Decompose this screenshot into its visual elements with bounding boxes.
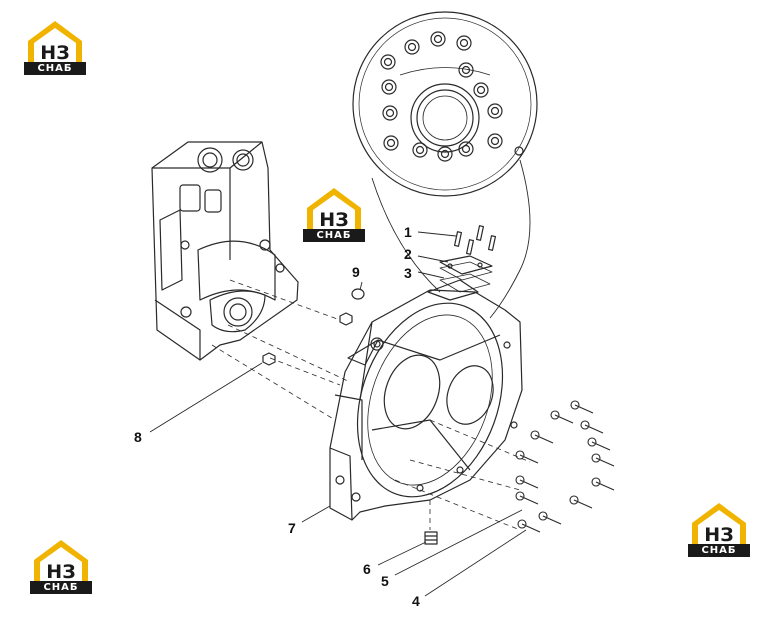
callout-1: 1 <box>404 224 412 240</box>
brand-logo: НЗ СНАБ <box>303 186 365 242</box>
logo-house-icon: НЗ <box>28 21 82 64</box>
logo-house-icon: НЗ <box>692 503 746 546</box>
flywheel-housing <box>329 279 523 521</box>
logo-caption: СНАБ <box>30 581 92 594</box>
callout-7: 7 <box>288 520 296 536</box>
dowel-pins <box>262 288 365 366</box>
cylinder-block <box>151 141 299 361</box>
brand-logo: НЗ СНАБ <box>30 538 92 594</box>
alignment-lines <box>211 279 531 531</box>
callout-3: 3 <box>404 265 412 281</box>
brand-logo: НЗ СНАБ <box>688 501 750 557</box>
logo-caption: СНАБ <box>303 229 365 242</box>
logo-house-icon: НЗ <box>34 540 88 583</box>
callout-5: 5 <box>381 573 389 589</box>
svg-text:НЗ: НЗ <box>46 561 75 582</box>
bolts <box>515 400 615 533</box>
leader-lines <box>149 231 527 597</box>
svg-text:НЗ: НЗ <box>319 209 348 230</box>
callout-4: 4 <box>412 593 420 609</box>
brand-logo: НЗ СНАБ <box>24 19 86 75</box>
detail-view-circle <box>352 11 538 319</box>
drain-plug <box>424 531 438 545</box>
callout-8: 8 <box>134 429 142 445</box>
callout-6: 6 <box>363 561 371 577</box>
bolt-holes-pattern <box>380 31 524 162</box>
svg-text:НЗ: НЗ <box>704 524 733 545</box>
callout-9: 9 <box>352 264 360 280</box>
logo-caption: СНАБ <box>24 62 86 75</box>
cover-plate-assembly <box>439 225 497 293</box>
callout-2: 2 <box>404 246 412 262</box>
logo-house-icon: НЗ <box>307 188 361 231</box>
logo-caption: СНАБ <box>688 544 750 557</box>
svg-text:НЗ: НЗ <box>40 42 69 63</box>
